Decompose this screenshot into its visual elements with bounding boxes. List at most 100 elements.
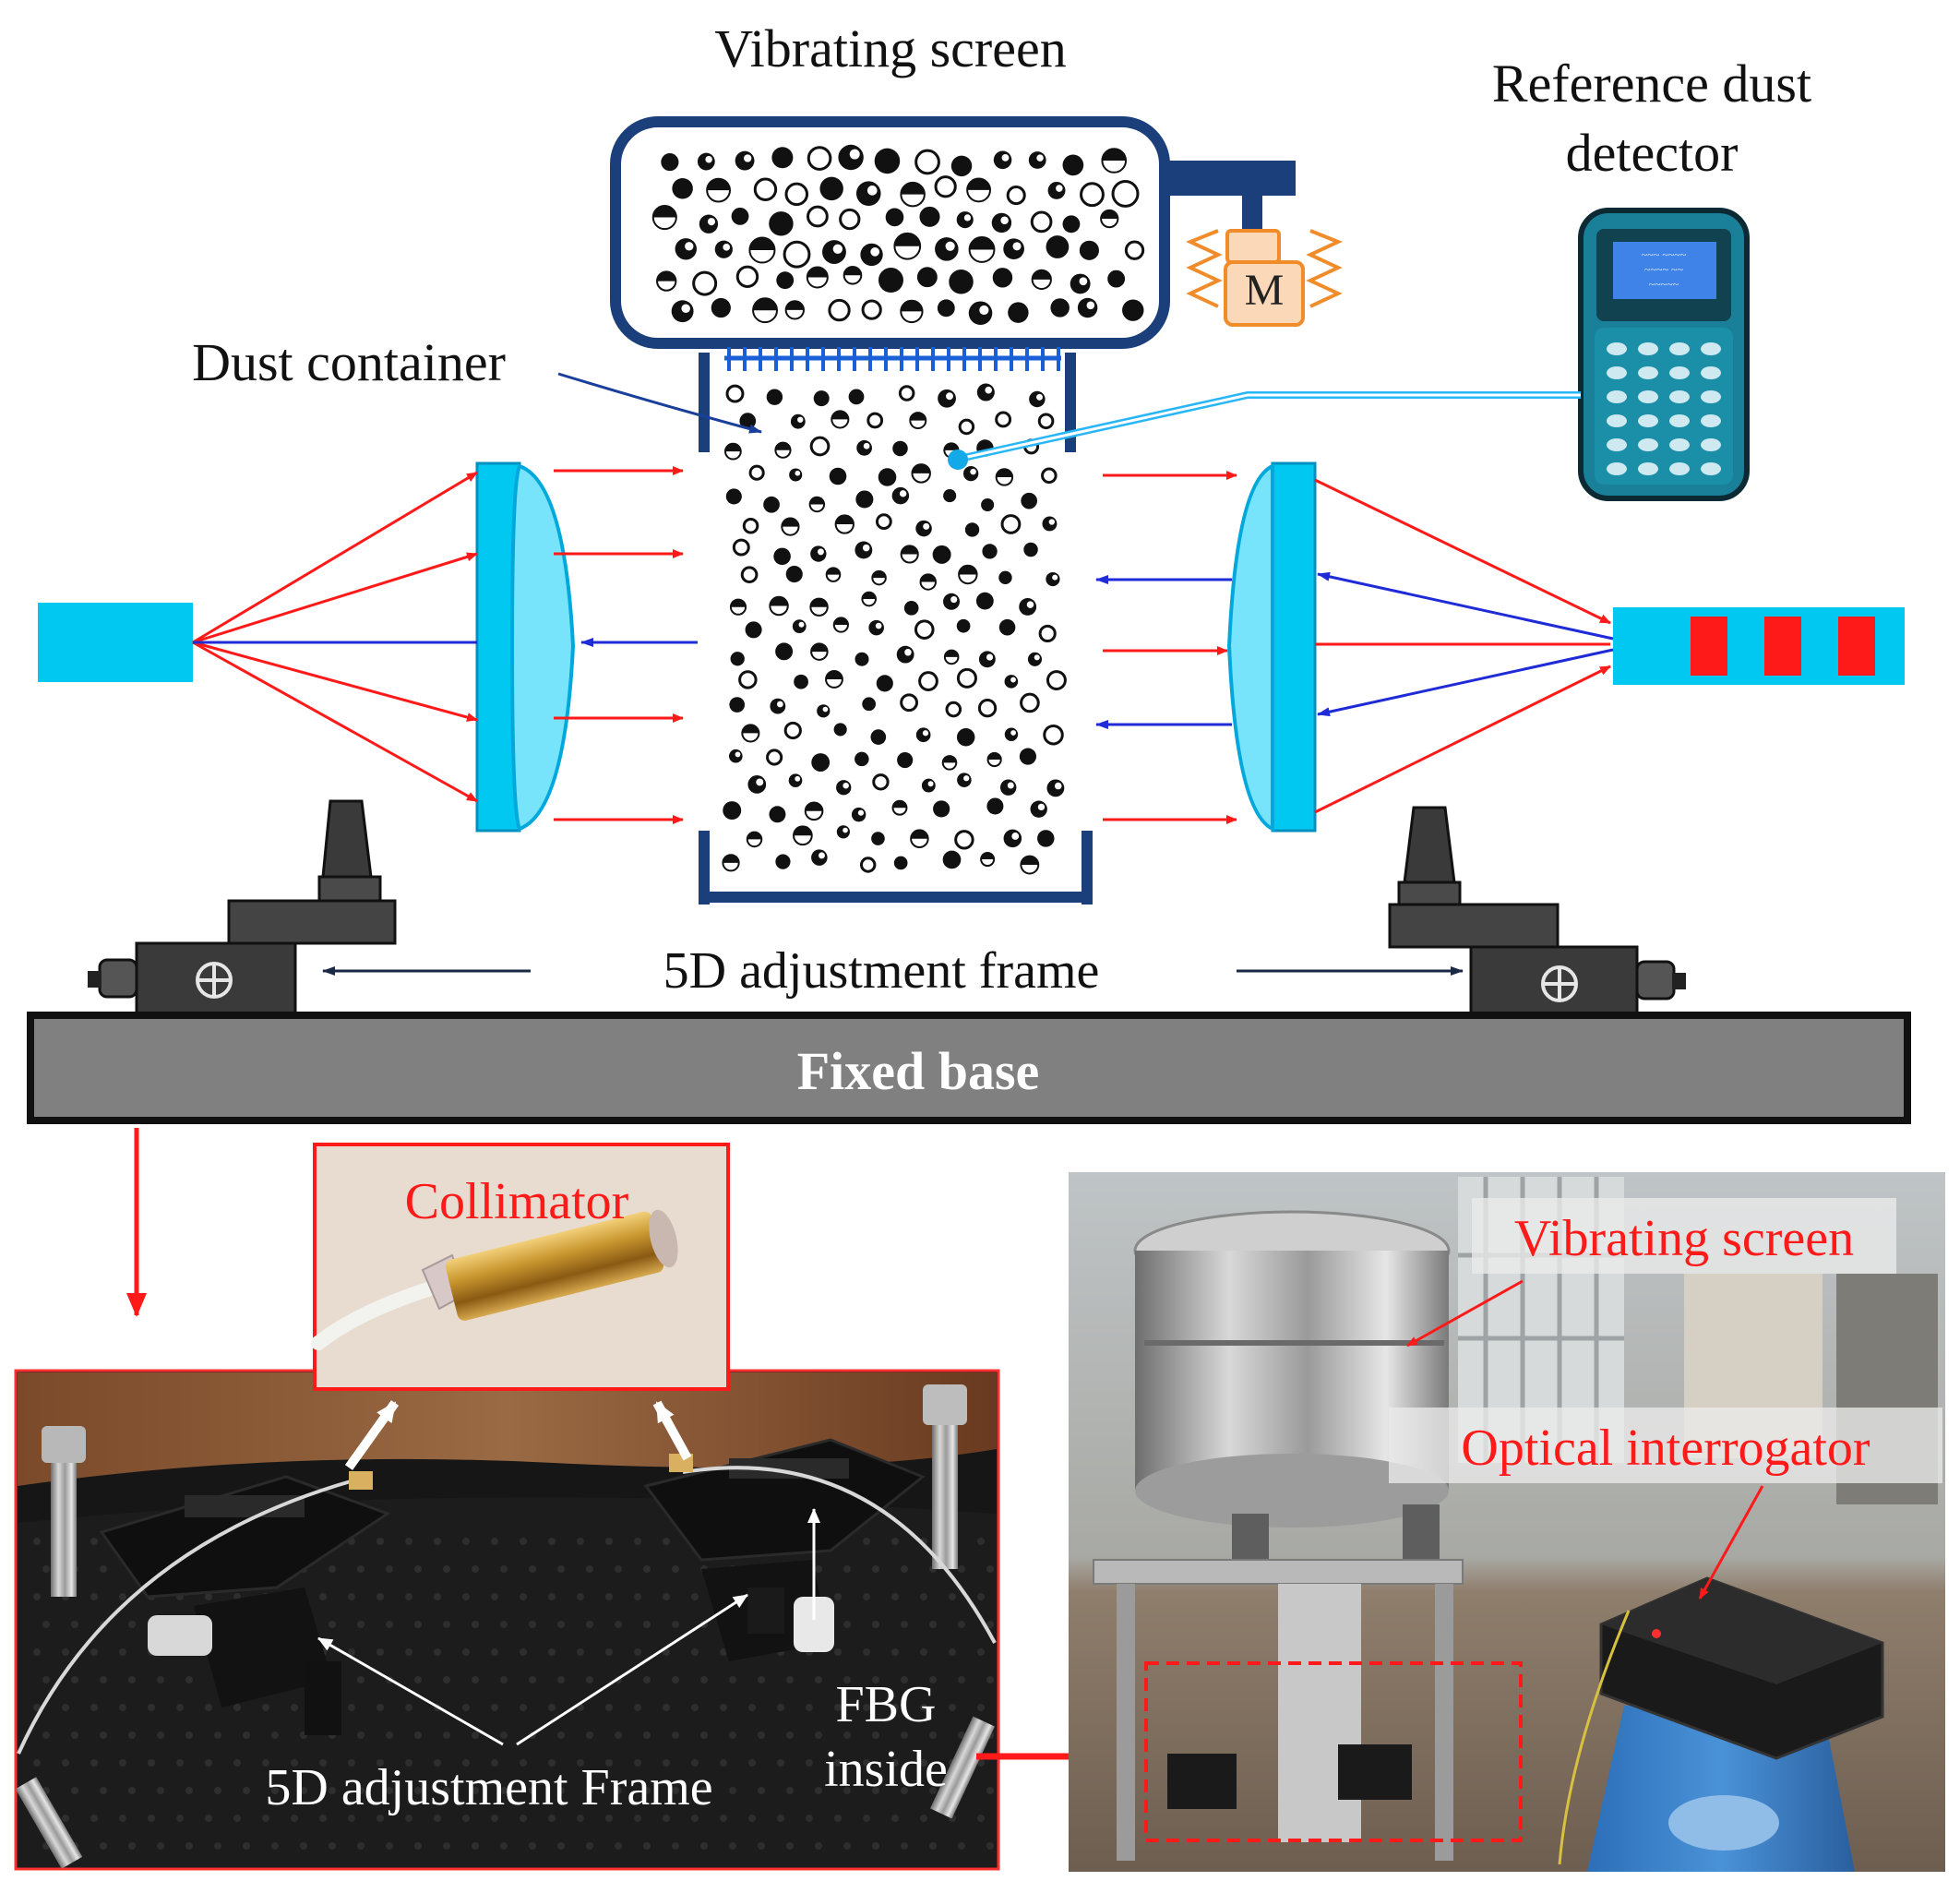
- dust-particle: [810, 642, 829, 661]
- dust-particle: [1023, 542, 1038, 557]
- dust-particle: [949, 270, 974, 294]
- dust-particle: [728, 749, 743, 763]
- dust-particle: [697, 152, 715, 171]
- dust-particle: [855, 652, 869, 666]
- dust-particle: [942, 850, 962, 869]
- dust-particle: [1042, 516, 1058, 532]
- vibrating-screen-photo-arrow: [1406, 1279, 1524, 1348]
- dust-particle: [829, 467, 847, 485]
- dust-particle: [775, 854, 791, 869]
- right-adjustment-frame: [1388, 806, 1686, 1021]
- dust-particle: [735, 265, 759, 289]
- dust-particle: [722, 854, 740, 872]
- dust-particle: [1122, 299, 1144, 321]
- dust-particle: [935, 237, 959, 261]
- dust-particle: [752, 297, 778, 324]
- dust-particle: [900, 299, 924, 324]
- dust-particle: [822, 240, 846, 264]
- dust-particle: [1030, 800, 1047, 818]
- reference-detector-label-2: detector: [1566, 123, 1739, 183]
- dust-particle: [956, 211, 974, 229]
- dust-particle: [738, 670, 758, 689]
- dust-particle: [978, 651, 996, 668]
- dust-particle: [892, 440, 908, 457]
- dust-particle: [897, 752, 914, 769]
- dust-particle: [874, 148, 901, 174]
- dust-particle: [1004, 727, 1019, 741]
- dust-particle: [916, 267, 938, 288]
- dust-particle: [771, 147, 794, 169]
- dust-particle: [731, 207, 749, 225]
- dust-particle: [833, 723, 847, 737]
- dust-particle: [878, 268, 903, 294]
- dust-particle: [966, 177, 992, 203]
- dust-particle: [730, 652, 745, 666]
- dust-particle: [859, 857, 877, 873]
- dust-particle: [932, 545, 951, 564]
- dust-particle: [790, 413, 806, 429]
- dust-particle: [723, 442, 742, 461]
- dust-particle: [793, 825, 813, 846]
- dust-particle: [831, 410, 850, 429]
- dust-particle: [957, 773, 972, 787]
- dust-particle: [964, 522, 980, 537]
- dust-particle: [1003, 829, 1022, 848]
- dust-particle: [813, 390, 830, 407]
- dust-particle: [1043, 724, 1064, 746]
- dust-particle: [784, 300, 805, 320]
- dust-particle: [1019, 598, 1037, 616]
- dust-container-pointer: [557, 372, 762, 434]
- dust-particle: [918, 671, 938, 691]
- dust-particle: [671, 300, 694, 323]
- dust-particle: [919, 206, 940, 227]
- light-source: [38, 603, 193, 682]
- dust-particle: [1101, 148, 1128, 174]
- dust-particle: [769, 211, 794, 236]
- dust-particle: [729, 697, 746, 713]
- dust-particle: [1020, 855, 1040, 875]
- dust-particle: [819, 176, 843, 201]
- motor: M: [1185, 229, 1344, 327]
- dust-particle: [740, 566, 759, 584]
- dust-particle: [1100, 209, 1119, 229]
- dust-particle: [999, 779, 1017, 796]
- dust-particle: [1029, 390, 1046, 408]
- dust-particle: [763, 496, 780, 513]
- dust-particle: [885, 208, 904, 227]
- adjustment-frame-label: 5D adjustment frame: [663, 942, 1100, 1000]
- interrogator-arrow: [1698, 1485, 1764, 1599]
- dust-particle: [838, 144, 864, 171]
- dust-particle: [986, 797, 1004, 815]
- dust-particle: [706, 177, 731, 203]
- dust-particle: [769, 806, 786, 823]
- optical-interrogator-label: Optical interrogator: [1461, 1420, 1870, 1477]
- photo-left: [14, 1369, 1000, 1871]
- dust-particle: [943, 489, 957, 503]
- dust-particle: [900, 181, 926, 208]
- dust-particle: [808, 496, 826, 513]
- fbg-label-2: inside: [824, 1741, 948, 1798]
- dust-particle: [1046, 779, 1065, 797]
- dust-particle: [729, 598, 747, 616]
- dust-particle: [832, 617, 849, 633]
- dust-particle: [1046, 571, 1060, 587]
- dust-particle: [878, 468, 897, 486]
- vibrating-screen-photo-label-bg: [1472, 1198, 1896, 1274]
- dust-particle: [872, 773, 890, 791]
- dust-particle: [1124, 240, 1145, 260]
- dust-particle: [851, 807, 866, 822]
- dust-particle: [1030, 210, 1053, 234]
- right-lens: [1226, 461, 1317, 833]
- dust-particle: [725, 488, 742, 505]
- dust-particle: [692, 270, 718, 296]
- dust-particle: [914, 619, 935, 640]
- left-lens: [475, 461, 576, 833]
- dust-particle: [980, 852, 996, 868]
- dust-particle: [807, 205, 829, 228]
- dust-particle: [915, 520, 932, 537]
- dust-particle: [919, 573, 937, 591]
- collimator-label: Collimator: [405, 1173, 629, 1230]
- dust-particle: [855, 181, 881, 206]
- collimator-arrow-left: [344, 1400, 400, 1470]
- dust-particle: [1038, 624, 1057, 643]
